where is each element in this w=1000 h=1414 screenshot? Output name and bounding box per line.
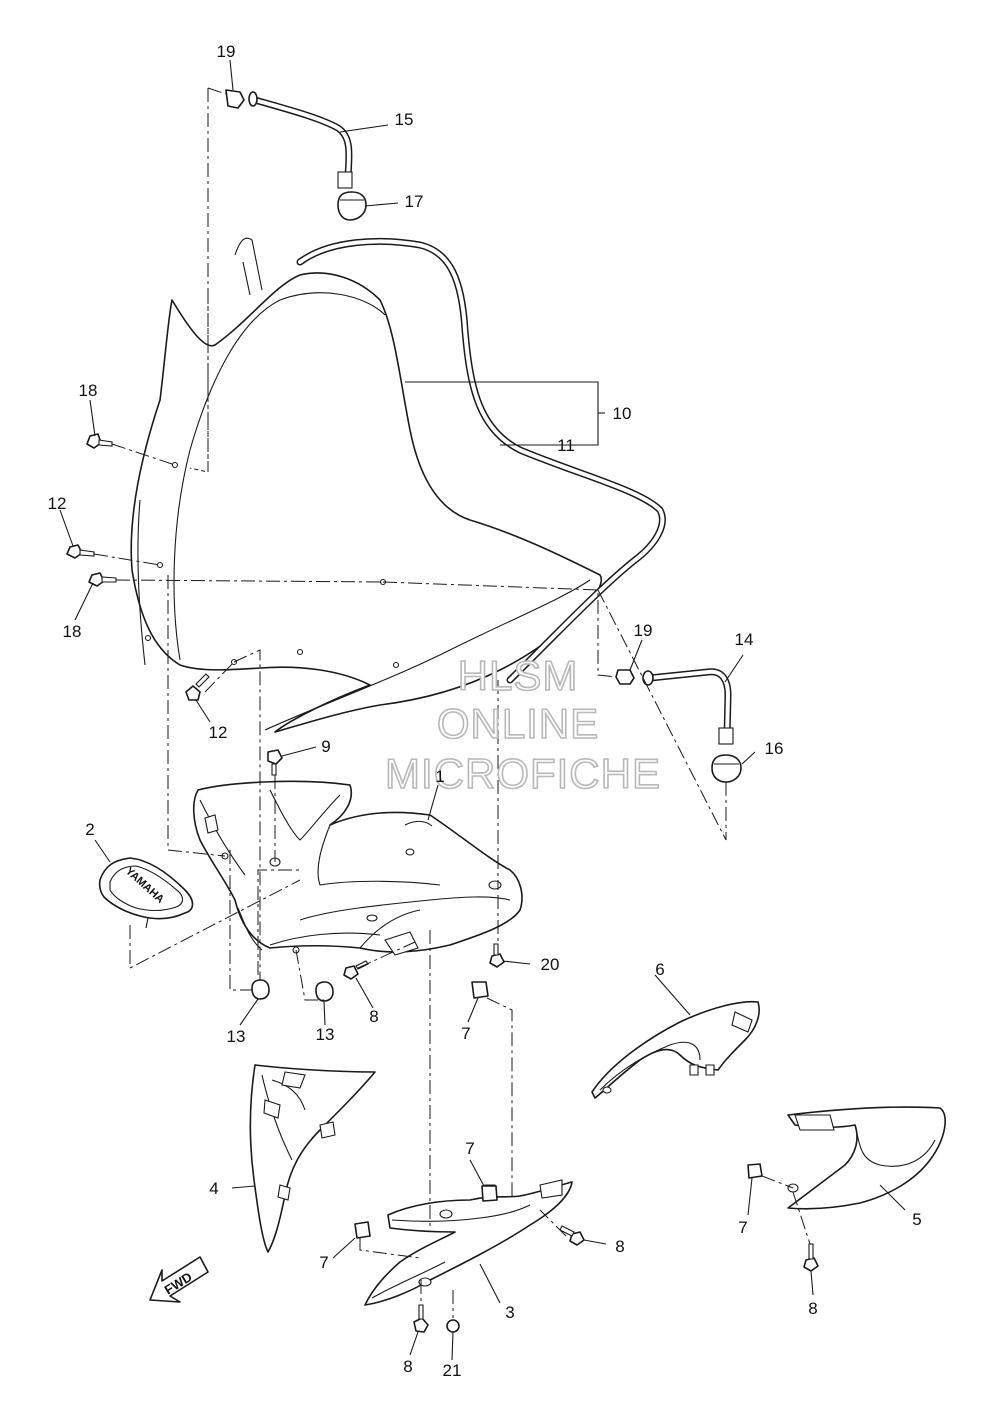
callout-17: 17 xyxy=(405,192,424,211)
clip-nut-part-7-cowl xyxy=(471,981,489,999)
nut-part-13-right xyxy=(315,981,334,1002)
cap-part-17 xyxy=(337,191,367,221)
callout-19-lower: 19 xyxy=(634,621,653,640)
callout-19-upper: 19 xyxy=(217,42,236,61)
duct-hose-part-15 xyxy=(248,91,353,189)
callout-12-upper: 12 xyxy=(48,494,67,513)
nut-part-13-left xyxy=(251,979,270,1000)
clip-nut-part-7-right xyxy=(747,1163,763,1179)
grommet-part-19-lower xyxy=(615,669,635,685)
callout-8-under-bottom: 8 xyxy=(403,1357,412,1376)
clip-nut-part-7-left xyxy=(354,1221,371,1239)
washer-part-21 xyxy=(446,1319,460,1333)
emblem-part-2: YAMAHA xyxy=(98,857,194,929)
bolt-part-8-rear xyxy=(803,1243,819,1272)
bolt-part-9 xyxy=(267,749,283,776)
callout-3: 3 xyxy=(505,1303,514,1322)
bolt-part-12-upper xyxy=(66,544,95,559)
callout-8-under-right: 8 xyxy=(615,1237,624,1256)
cap-part-16 xyxy=(711,754,742,783)
assembly-lines xyxy=(93,87,811,1318)
watermark-line-1: HLSM xyxy=(458,652,579,699)
callout-10: 10 xyxy=(613,404,632,423)
callout-7-right: 7 xyxy=(738,1218,747,1237)
bolt-part-18-lower xyxy=(88,572,117,587)
callout-14: 14 xyxy=(735,630,754,649)
rear-cover-part-5 xyxy=(787,1106,946,1210)
callout-1: 1 xyxy=(435,767,444,786)
watermark-line-3: MICROFICHE xyxy=(385,750,661,797)
callout-15: 15 xyxy=(395,110,414,129)
duct-hose-part-14 xyxy=(642,668,734,745)
bolt-part-8-cowl xyxy=(343,960,369,980)
bolt-part-8-under-right xyxy=(559,1225,585,1246)
windshield-part-10 xyxy=(130,237,603,733)
callout-5: 5 xyxy=(912,1210,921,1229)
leader-lines xyxy=(59,59,906,1361)
callout-8-rear: 8 xyxy=(808,1299,817,1318)
callout-18-upper: 18 xyxy=(79,381,98,400)
callout-4: 4 xyxy=(209,1179,218,1198)
callout-7-cowl: 7 xyxy=(461,1024,470,1043)
clip-nut-part-7-mid xyxy=(481,1185,498,1202)
side-panel-part-4 xyxy=(249,1064,376,1253)
bolt-part-18-upper xyxy=(86,433,113,449)
callout-11: 11 xyxy=(557,436,575,455)
callout-16: 16 xyxy=(765,739,784,758)
callout-13-left: 13 xyxy=(227,1027,246,1046)
callout-20: 20 xyxy=(541,955,560,974)
bolt-part-12-lower xyxy=(185,673,210,701)
upper-cowling-part-1 xyxy=(192,780,523,956)
side-cover-part-6 xyxy=(591,1000,760,1099)
callout-21: 21 xyxy=(443,1361,462,1380)
callout-2: 2 xyxy=(85,820,94,839)
fwd-direction-arrow: FWD xyxy=(149,1256,209,1303)
bolt-part-8-under-bottom xyxy=(413,1304,429,1333)
watermark-line-2: ONLINE xyxy=(437,700,599,747)
callout-labels: 1 2 3 4 5 6 7 7 7 7 8 8 8 8 9 10 11 12 1… xyxy=(48,42,922,1380)
grommet-part-19-upper xyxy=(225,89,245,109)
callout-12-lower: 12 xyxy=(209,723,228,742)
callout-7-left: 7 xyxy=(319,1253,328,1272)
callout-13-right: 13 xyxy=(316,1025,335,1044)
callout-9: 9 xyxy=(321,737,330,756)
bolt-part-20 xyxy=(489,943,505,968)
trim-molding-part-11 xyxy=(296,237,666,684)
callout-18-lower: 18 xyxy=(63,622,82,641)
callout-7-mid: 7 xyxy=(465,1139,474,1158)
callout-6: 6 xyxy=(655,960,664,979)
under-panel-part-3 xyxy=(364,1179,573,1306)
callout-8-cowl: 8 xyxy=(369,1007,378,1026)
watermark: HLSM ONLINE MICROFICHE xyxy=(384,651,661,798)
